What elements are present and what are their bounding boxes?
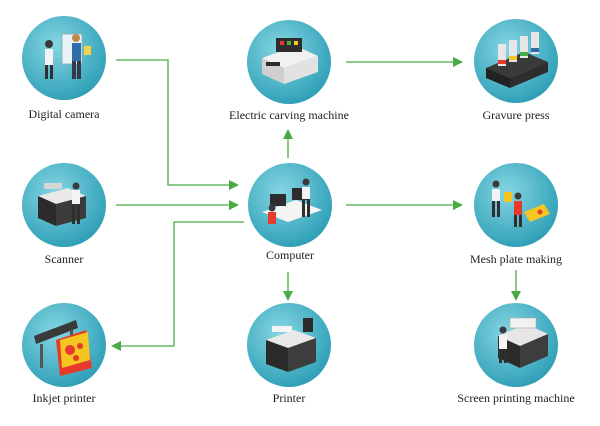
node-screen: [474, 303, 558, 387]
printer-icon: [266, 318, 316, 372]
node-computer: [248, 163, 332, 247]
node-inkjet: [22, 303, 106, 387]
node-mesh: [474, 163, 558, 247]
label-computer: Computer: [266, 248, 314, 262]
label-printer: Printer: [272, 391, 306, 405]
label-camera: Digital camera: [28, 107, 100, 121]
node-scanner: [22, 163, 106, 247]
label-inkjet: Inkjet printer: [32, 391, 96, 405]
node-camera: [22, 16, 106, 100]
label-gravure: Gravure press: [482, 108, 550, 122]
screen-printing-icon: [498, 317, 548, 368]
node-carving: [247, 20, 331, 104]
computer-workstation-icon: [262, 178, 322, 224]
label-carving: Electric carving machine: [229, 108, 349, 122]
node-printer: [247, 303, 331, 387]
mesh-plate-icon: [492, 180, 550, 227]
edge-computer-inkjet: [111, 221, 244, 351]
carving-machine-icon: [262, 38, 318, 84]
label-screen: Screen printing machine: [457, 391, 575, 405]
scanner-icon: [38, 182, 86, 226]
edge-camera-computer: [116, 59, 239, 190]
label-scanner: Scanner: [44, 252, 84, 266]
node-gravure: [474, 19, 558, 103]
camera-users-icon: [45, 33, 91, 79]
inkjet-printer-icon: [34, 320, 92, 376]
gravure-press-icon: [486, 32, 548, 88]
label-mesh: Mesh plate making: [470, 252, 562, 266]
edges: [111, 57, 521, 351]
